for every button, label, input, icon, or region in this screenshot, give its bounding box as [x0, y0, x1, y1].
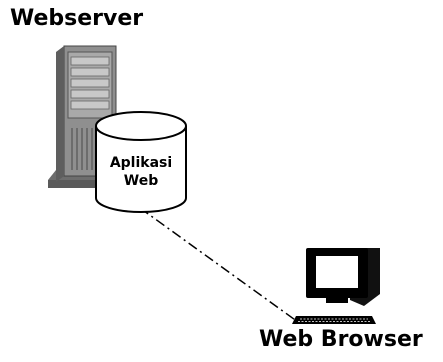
webserver-label: Webserver: [10, 6, 144, 31]
application-label: Aplikasi Web: [96, 154, 186, 190]
computer-icon: [292, 248, 380, 324]
web-browser-label: Web Browser: [259, 327, 423, 352]
connector-line: [139, 207, 299, 323]
server-tower-icon: [48, 45, 117, 188]
application-label-line1: Aplikasi: [109, 155, 173, 171]
database-cylinder-icon: [95, 111, 187, 213]
application-label-line2: Web: [123, 173, 159, 189]
